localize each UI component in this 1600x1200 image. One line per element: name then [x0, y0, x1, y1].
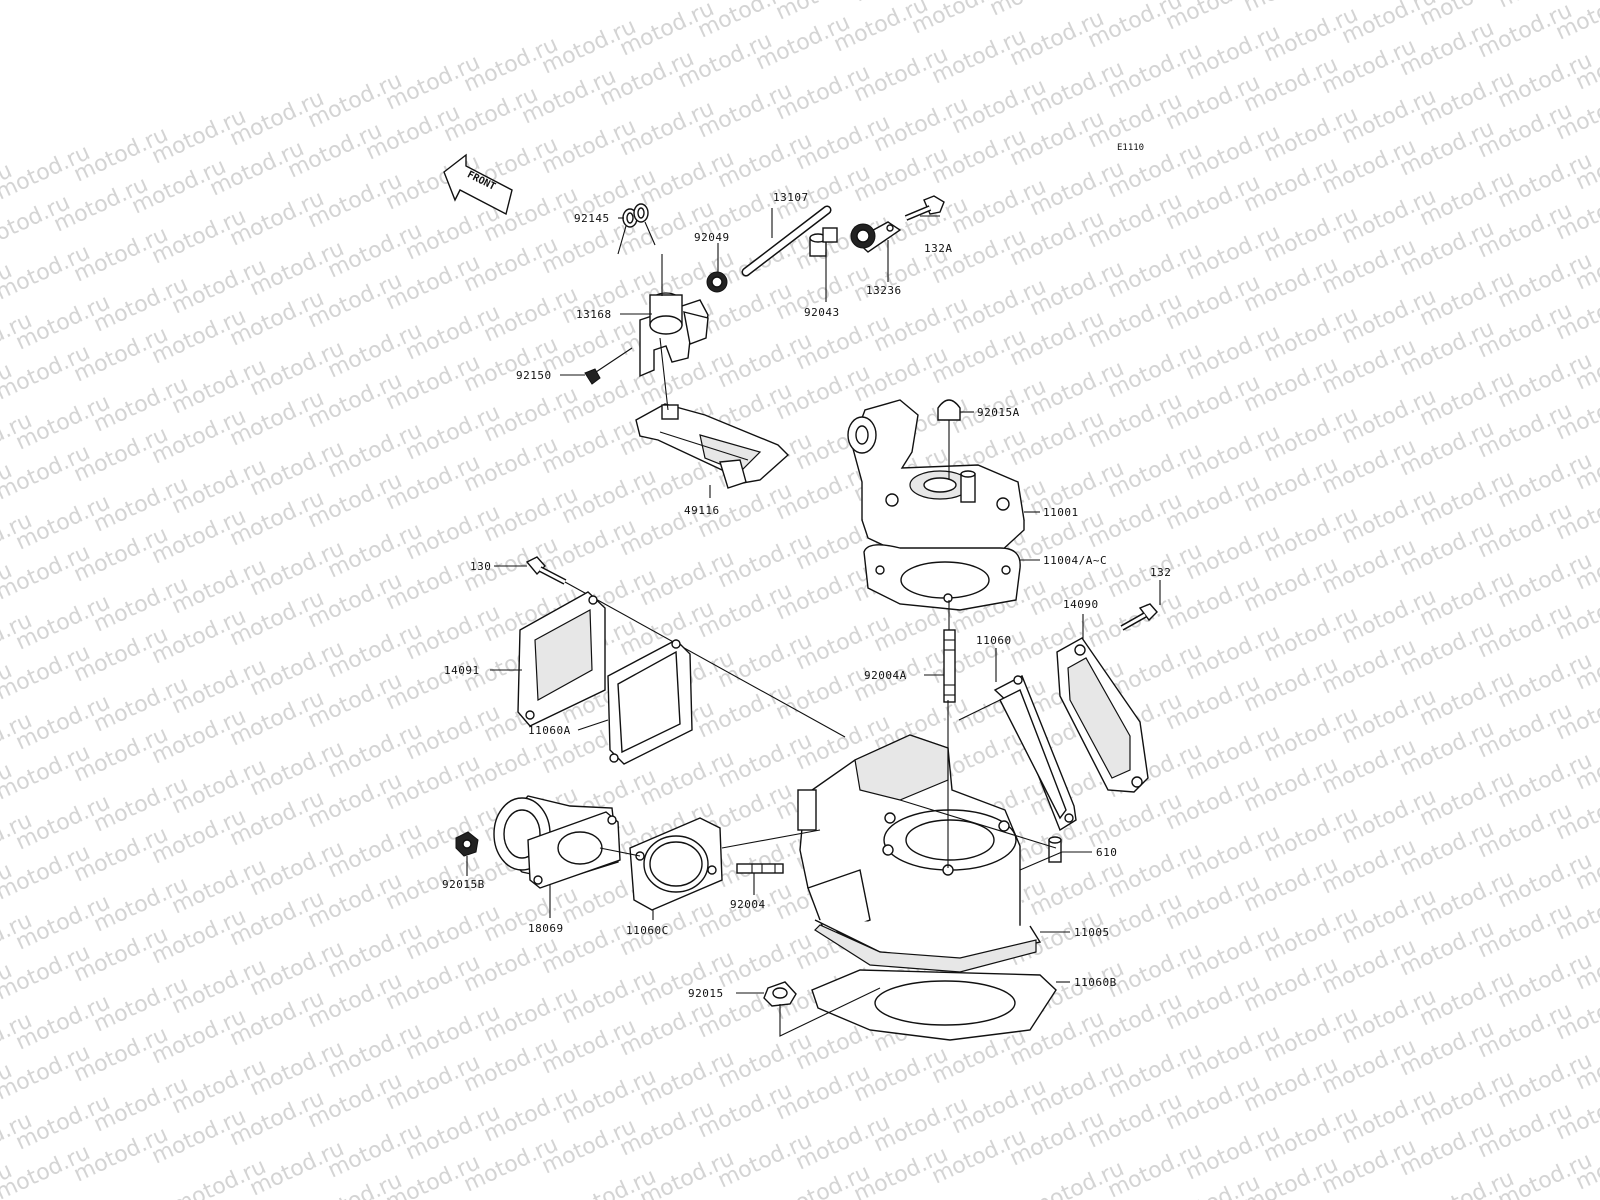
head-gasket: [863, 544, 1021, 611]
label-11060C: 11060C: [626, 924, 669, 937]
label-92015A: 92015A: [977, 406, 1020, 419]
nut-92015B: [455, 831, 479, 857]
label-132: 132: [1150, 566, 1171, 579]
label-132A: 132A: [924, 242, 953, 255]
manifold-gasket-11060C: [629, 817, 723, 911]
front-arrow-icon: FRONT: [443, 153, 513, 216]
label-11005: 11005: [1074, 926, 1110, 939]
label-92150: 92150: [516, 369, 552, 382]
label-18069: 18069: [528, 922, 564, 935]
label-92043: 92043: [804, 306, 840, 319]
bolt-130: [525, 556, 846, 738]
label-13168: 13168: [576, 308, 612, 321]
collar: [809, 227, 838, 257]
intake-manifold-18069: [493, 795, 621, 889]
bolt-132A: [904, 195, 945, 221]
gasket-11060: [993, 675, 1077, 832]
cap-nut-92015A: [937, 399, 961, 480]
shaft: [741, 205, 832, 277]
stud-92004: [736, 863, 784, 874]
valve-arm: [639, 292, 709, 378]
label-13107: 13107: [773, 191, 809, 204]
base-gasket-11060B: [811, 969, 1057, 1041]
nut-92015: [763, 981, 797, 1007]
label-49116: 49116: [684, 504, 720, 517]
label-11001: 11001: [1043, 506, 1079, 519]
stud-92004A: [943, 600, 956, 703]
bolt-132: [1120, 603, 1158, 631]
label-610: 610: [1096, 846, 1117, 859]
label-13236: 13236: [866, 284, 902, 297]
label-92049: 92049: [694, 231, 730, 244]
label-14090: 14090: [1063, 598, 1099, 611]
cylinder-head: [847, 399, 1025, 559]
reed-cover-14091: [517, 591, 606, 727]
bearing: [706, 271, 728, 293]
gasket-11060A: [607, 639, 693, 765]
label-14091: 14091: [444, 664, 480, 677]
part-labels: 92145 92049 13107 132A 13236 92043 13168…: [442, 191, 1171, 1000]
label-92004A: 92004A: [864, 669, 907, 682]
leader-lines: [466, 215, 1161, 1037]
label-92015: 92015: [688, 987, 724, 1000]
diagram-code: E1110: [1117, 143, 1144, 153]
bolt-92150: [584, 347, 633, 385]
label-11060A: 11060A: [528, 724, 571, 737]
cylinder-11005: [797, 734, 1042, 973]
label-11004: 11004/A~C: [1043, 554, 1107, 567]
label-130: 130: [470, 560, 491, 573]
label-11060B: 11060B: [1074, 976, 1117, 989]
label-92015B: 92015B: [442, 878, 485, 891]
label-92145: 92145: [574, 212, 610, 225]
power-valve-assembly: [635, 403, 790, 489]
label-92004: 92004: [730, 898, 766, 911]
exhaust-cover-14090: [1056, 637, 1149, 793]
gear: [850, 221, 902, 253]
dowel-pin-610: [1048, 836, 1062, 863]
torsion-springs: [617, 203, 656, 255]
label-11060: 11060: [976, 634, 1012, 647]
